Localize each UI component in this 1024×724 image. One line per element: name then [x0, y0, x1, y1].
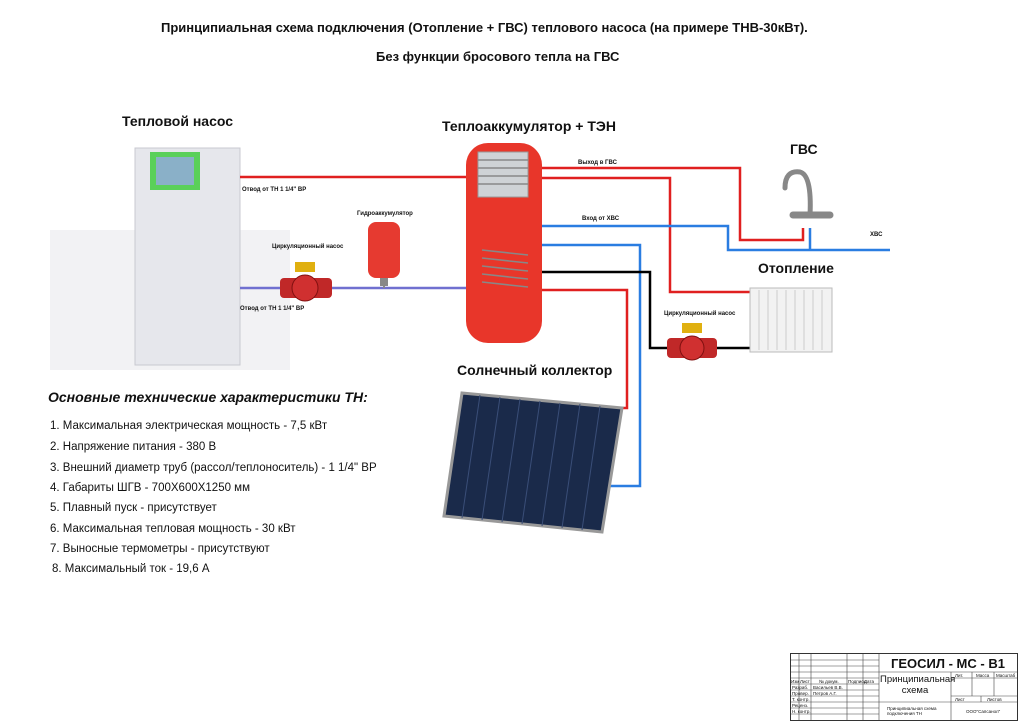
cold-in-label: Вход от ХВС [582, 216, 620, 222]
drawing-name: Принципиальная схема [880, 674, 956, 696]
col-sign: Подпись [848, 679, 866, 684]
row-label: Т. контр. [792, 697, 810, 702]
title-block: ГЕОСИЛ - МС - В1 Принципиальная схема Из… [790, 653, 1018, 721]
heat-pump-heading: Тепловой насос [122, 113, 234, 129]
pump1-label: Циркуляционный насос [272, 244, 344, 250]
heating-return-pipe [540, 270, 752, 350]
outlet-top-label: Отвод от ТН 1 1/4" ВР [242, 187, 307, 193]
drawing-description: Принципиальная схема подключения ТН [887, 706, 937, 716]
col-doc: № докум. [819, 679, 839, 684]
dhw-out-pipe [540, 166, 805, 242]
circulation-pump-2 [667, 323, 717, 361]
expansion-tank [368, 222, 400, 288]
heat-pump-display [156, 157, 194, 185]
spec-item: 3. Внешний диаметр труб (рассол/теплонос… [50, 462, 377, 474]
sheet-label: Лист [955, 697, 965, 702]
heating-heading: Отопление [758, 260, 834, 276]
lit-label: Лит. [955, 673, 964, 678]
expansion-tank-label: Гидроаккумулятор [357, 211, 413, 217]
spec-item: 8. Максимальный ток - 19,6 А [52, 563, 210, 575]
spec-item: 7. Выносные термометры - присутствуют [50, 543, 270, 555]
sheets-label: Листов [987, 697, 1002, 702]
col-date: Дата [864, 679, 874, 684]
solar-supply-pipe [540, 288, 629, 410]
heating-supply-pipe [540, 176, 752, 294]
circulation-pump-1 [280, 262, 332, 302]
drawing-code: ГЕОСИЛ - МС - В1 [891, 656, 1005, 671]
storage-heading: Теплоаккумулятор + ТЭН [442, 118, 616, 134]
row-label: Реценз. [792, 703, 809, 708]
cold-in-pipe [540, 224, 890, 252]
spec-item: 5. Плавный пуск - присутствует [50, 502, 217, 514]
storage-tank [466, 143, 542, 343]
mass-label: Масса [976, 673, 990, 678]
dhw-heading: ГВС [790, 141, 818, 157]
solar-collector [442, 391, 624, 534]
diagram-subtitle: Без функции бросового тепла на ГВС [376, 49, 620, 64]
spec-item: 2. Напряжение питания - 380 В [50, 441, 217, 453]
title-block-grid [791, 654, 1017, 720]
pump2-label: Циркуляционный насос [664, 311, 736, 317]
cold-water-label: ХВС [870, 232, 883, 238]
solar-return-pipe [540, 243, 642, 488]
radiator [749, 287, 833, 353]
solar-heading: Солнечный коллектор [457, 362, 613, 378]
spec-item: 1. Максимальная электрическая мощность -… [50, 420, 328, 432]
diagram-title: Принципиальная схема подключения (Отопле… [161, 20, 808, 35]
spec-item: 4. Габариты ШГВ - 700Х600Х1250 мм [50, 482, 250, 494]
developer-name: Васильев В.В. [813, 685, 843, 690]
row-label: Н. контр. [792, 709, 811, 714]
col-list: Лист [800, 679, 810, 684]
spec-item: 6. Максимальная тепловая мощность - 30 к… [50, 523, 296, 535]
dhw-out-label: Выход в ГВС [578, 160, 617, 166]
col-izm: Изм [791, 679, 800, 684]
row-label: Провер. [792, 691, 809, 696]
outlet-bottom-label: Отвод от ТН 1 1/4" ВР [240, 306, 305, 312]
specs-title: Основные технические характеристики ТН: [48, 389, 368, 405]
scale-label: Масштаб [996, 673, 1016, 678]
faucet [782, 169, 834, 219]
organization: ООО"Сапсанол" [966, 709, 1001, 714]
checker-name: Петров А.Г. [813, 691, 837, 696]
row-label: Разраб. [792, 685, 809, 690]
